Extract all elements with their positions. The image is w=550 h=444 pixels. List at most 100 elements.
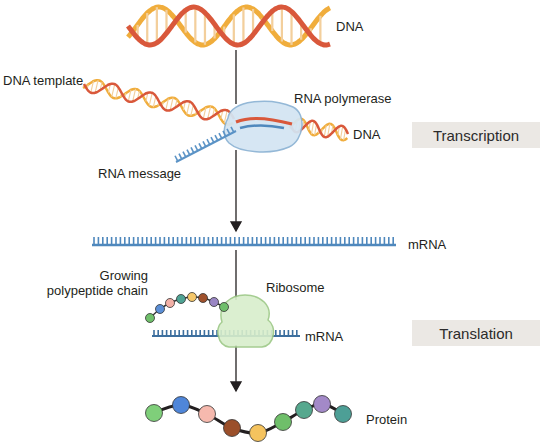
base-pair: [324, 125, 326, 137]
rna-base: [318, 237, 320, 245]
stage-name: Translation: [439, 325, 513, 342]
rna-base: [219, 133, 222, 138]
rna-base: [296, 330, 298, 336]
rna-base: [231, 127, 234, 132]
protein-label: Protein: [366, 412, 407, 427]
rna-inside: [240, 125, 284, 128]
rna-base: [93, 237, 95, 245]
rna-base: [357, 237, 359, 245]
rna-base: [326, 237, 328, 245]
amino-acid: [173, 397, 190, 414]
rna-base: [137, 237, 139, 245]
rna-base: [384, 237, 386, 245]
rna-base: [191, 330, 193, 336]
rna-base: [322, 237, 324, 245]
rna-base: [208, 330, 210, 336]
rna-base: [170, 330, 172, 336]
amino-acid: [314, 396, 331, 413]
rna-base: [392, 237, 394, 245]
rna-base: [344, 237, 346, 245]
base-pair: [340, 126, 342, 139]
rna-base: [190, 237, 192, 245]
rna-base: [164, 237, 166, 245]
rna-base: [133, 237, 135, 245]
rna-base: [291, 237, 293, 245]
rna-base: [194, 237, 196, 245]
rna-base: [203, 141, 206, 146]
rna-base: [183, 330, 185, 336]
rna-base: [265, 237, 267, 245]
rna-base: [142, 237, 144, 245]
dna-strand: [128, 7, 330, 45]
amino-acid: [156, 305, 165, 314]
amino-acid: [188, 293, 197, 302]
rna-base: [260, 237, 262, 245]
dna-strand: [84, 84, 234, 120]
rna-base: [243, 237, 245, 245]
mrna-label: mRNA: [408, 237, 446, 252]
amino-acid: [296, 402, 313, 419]
rna-base: [283, 330, 285, 336]
rna-base: [370, 237, 372, 245]
rna-base: [388, 237, 390, 245]
base-pair: [91, 81, 94, 92]
rna-base: [153, 330, 155, 336]
arrowhead: [231, 222, 241, 231]
rna-base: [172, 237, 174, 245]
base-pair: [281, 7, 283, 42]
rna-base: [102, 237, 104, 245]
rna-message-strand: [175, 127, 236, 162]
dna-strand: [83, 80, 233, 124]
rna-base: [375, 237, 377, 245]
flow-line: [235, 150, 236, 224]
amino-acid: [220, 303, 229, 312]
rna-base: [379, 237, 381, 245]
amino-acid: [335, 406, 352, 423]
rna-base: [288, 330, 290, 336]
rna-base: [313, 237, 315, 245]
rna-polymerase: [224, 101, 302, 152]
growing-polypeptide: [146, 293, 229, 323]
dna-label: DNA: [336, 19, 363, 34]
rna-base: [150, 237, 152, 245]
stage-band: Transcription: [412, 122, 540, 148]
amino-acid: [177, 295, 186, 304]
base-pair: [233, 14, 235, 44]
base-pair: [204, 13, 206, 45]
rna-base: [120, 237, 122, 245]
rna-base: [181, 237, 183, 245]
rna-base: [159, 237, 161, 245]
rna-base: [178, 330, 180, 336]
amino-acid: [146, 405, 163, 422]
rna-base: [179, 154, 182, 159]
rna-base: [162, 330, 164, 336]
amino-acid: [275, 414, 292, 431]
base-pair: [146, 13, 148, 45]
rna-base: [216, 237, 218, 245]
amino-acid: [210, 298, 219, 307]
rna-base: [199, 237, 201, 245]
rna-base: [282, 237, 284, 245]
ribosome: [218, 295, 274, 347]
rna-base: [199, 143, 202, 148]
rna-backbone: [176, 131, 236, 162]
flow-line: [235, 345, 236, 384]
rna-base: [98, 237, 100, 245]
rna-base: [187, 150, 190, 155]
rna-base: [177, 237, 179, 245]
amino-acid: [166, 299, 175, 308]
rna-base: [212, 330, 214, 336]
rna-base: [215, 135, 218, 140]
base-pair: [242, 7, 244, 43]
rna-base: [225, 237, 227, 245]
rna-base: [111, 237, 113, 245]
rna-base: [227, 129, 230, 134]
amino-acid: [146, 314, 155, 323]
rna-base: [300, 237, 302, 245]
rna-base: [340, 237, 342, 245]
base-pair: [319, 16, 321, 44]
rna-base: [203, 237, 205, 245]
polymerase-body: [224, 101, 302, 152]
rna-base: [204, 330, 206, 336]
